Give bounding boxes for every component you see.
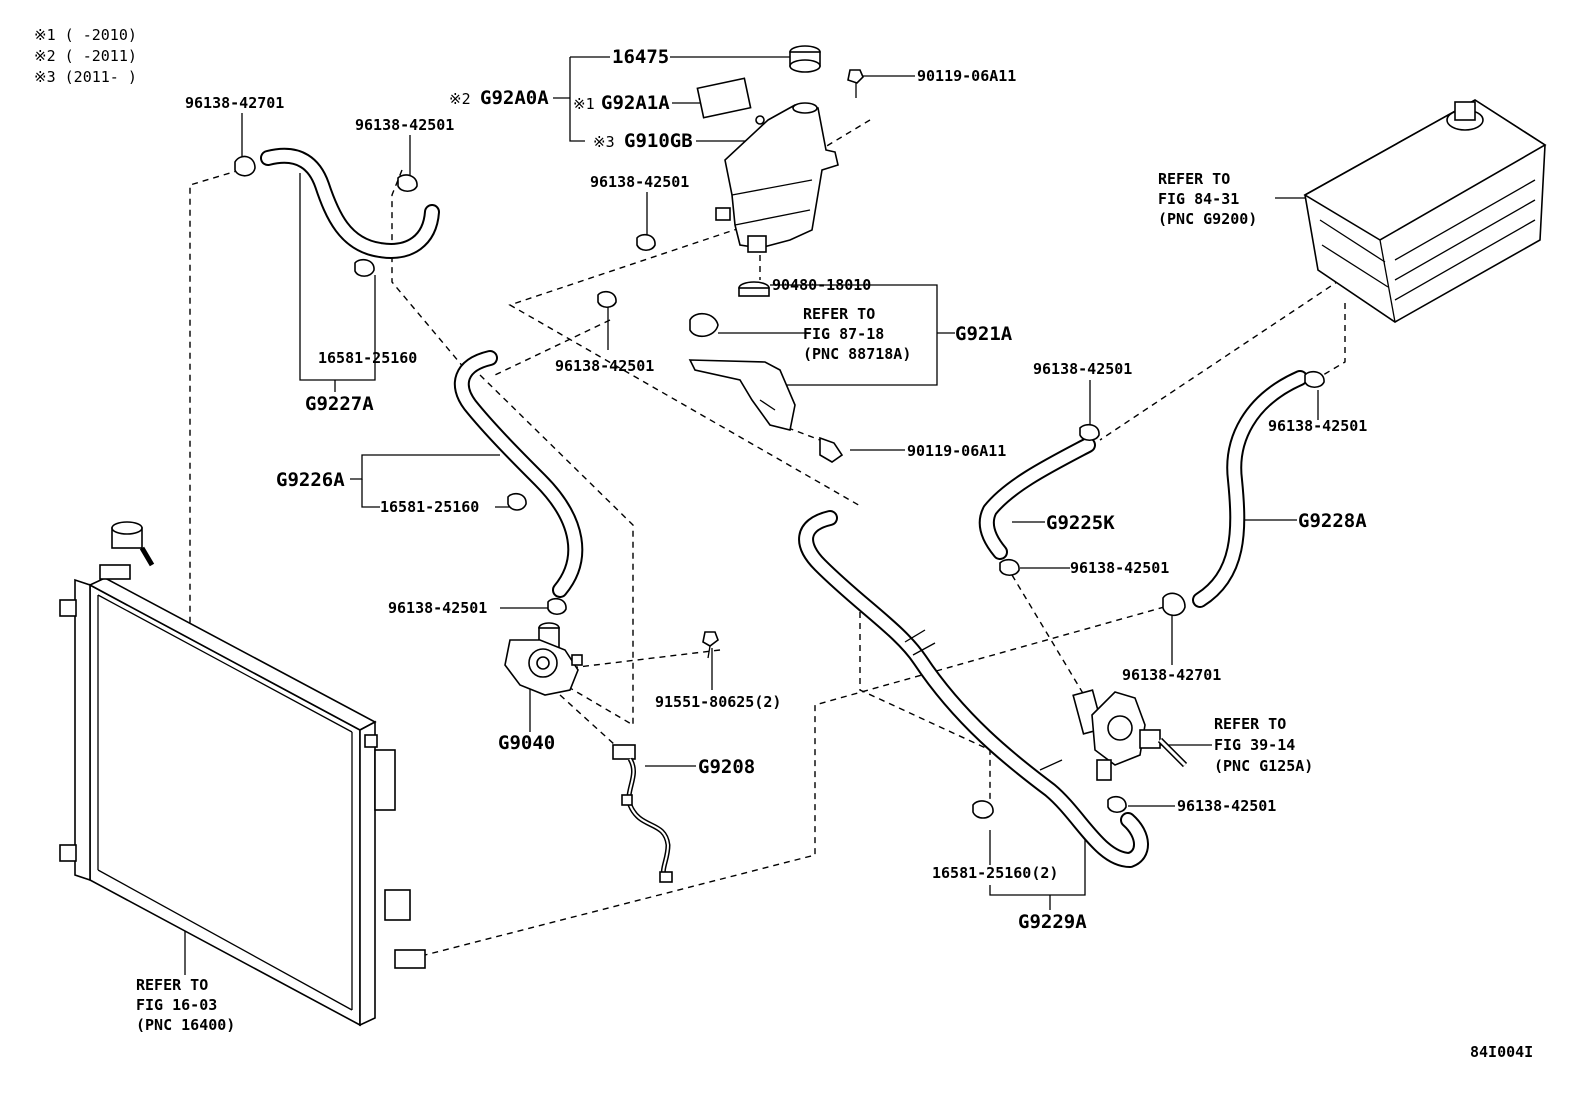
label-g92a0a: G92A0A xyxy=(480,87,549,109)
label-g921a-ref3: (PNC 88718A) xyxy=(803,345,911,363)
label-90119-mid: 90119-06A11 xyxy=(907,442,1006,460)
label-g92a1a: G92A1A xyxy=(601,92,670,114)
label-96138-42501-c: 96138-42501 xyxy=(555,357,654,375)
bracket-g921a xyxy=(688,281,844,463)
label-90119-top: 90119-06A11 xyxy=(917,67,1016,85)
label-rad-ref3: (PNC 16400) xyxy=(136,1016,235,1034)
inverter-assembly xyxy=(1303,99,1547,323)
label-96138-42701-low: 96138-42701 xyxy=(1122,666,1221,684)
label-g921a-ref1: REFER TO xyxy=(803,305,875,323)
dashed-assembly-lines xyxy=(99,119,1346,956)
note-2: ※2 ( -2011) xyxy=(34,47,137,65)
label-16475: 16475 xyxy=(612,46,669,68)
label-96138-42501-g: 96138-42501 xyxy=(1070,559,1169,577)
label-g9228a: G9228A xyxy=(1298,510,1367,532)
hose-g9228a xyxy=(1192,370,1308,608)
hose-g9227a xyxy=(260,147,440,259)
label-g9229a: G9229A xyxy=(1018,911,1087,933)
label-16581-a: 16581-25160 xyxy=(318,349,417,367)
label-inv-ref1: REFER TO xyxy=(1158,170,1230,188)
label-16581-b: 16581-25160 xyxy=(380,498,479,516)
leader-lines xyxy=(184,56,1319,975)
reservoir-tank xyxy=(696,45,839,253)
radiator xyxy=(59,521,426,1027)
label-16581-c: 16581-25160(2) xyxy=(932,864,1058,882)
label-g9227a: G9227A xyxy=(305,393,374,415)
label-g9208: G9208 xyxy=(698,756,755,778)
label-96138-42501-d: 96138-42501 xyxy=(388,599,487,617)
label-g921a: G921A xyxy=(955,323,1013,345)
water-pump-g9040 xyxy=(504,622,583,696)
label-pump-ref2: FIG 39-14 xyxy=(1214,736,1295,754)
hose-g9229a xyxy=(798,510,1149,868)
label-inv-ref3: (PNC G9200) xyxy=(1158,210,1257,228)
hose-g9225k xyxy=(978,437,1096,560)
label-g9226a: G9226A xyxy=(276,469,345,491)
label-96138-42501-f: 96138-42501 xyxy=(1268,417,1367,435)
label-rad-ref1: REFER TO xyxy=(136,976,208,994)
label-g910gb-mark: ※3 xyxy=(593,133,615,151)
hose-clamp-icons xyxy=(234,155,1325,819)
label-90480: 90480-18010 xyxy=(772,276,871,294)
label-g921a-ref2: FIG 87-18 xyxy=(803,325,884,343)
label-g9225k: G9225K xyxy=(1046,512,1115,534)
label-inv-ref2: FIG 84-31 xyxy=(1158,190,1239,208)
note-1: ※1 ( -2010) xyxy=(34,26,137,44)
label-g9040: G9040 xyxy=(498,732,555,754)
label-g92a0a-mark: ※2 xyxy=(449,90,471,108)
label-g92a1a-mark: ※1 xyxy=(573,95,595,113)
bolt-icons xyxy=(702,69,864,659)
label-g910gb: G910GB xyxy=(624,130,693,152)
part-labels: 16475 ※2 G92A0A ※1 G92A1A ※3 G910GB 9011… xyxy=(136,46,1533,1061)
legend-notes: ※1 ( -2010) ※2 ( -2011) ※3 (2011- ) xyxy=(34,26,137,86)
label-91551: 91551-80625(2) xyxy=(655,693,781,711)
label-rad-ref2: FIG 16-03 xyxy=(136,996,217,1014)
electric-pump xyxy=(1072,689,1188,781)
harness-g9208 xyxy=(612,744,673,883)
label-96138-42501-h: 96138-42501 xyxy=(1177,797,1276,815)
label-96138-42501-b: 96138-42501 xyxy=(590,173,689,191)
note-3: ※3 (2011- ) xyxy=(34,68,137,86)
label-pump-ref1: REFER TO xyxy=(1214,715,1286,733)
label-pump-ref3: (PNC G125A) xyxy=(1214,757,1313,775)
hose-g9226a xyxy=(453,350,584,598)
label-96138-42501-a: 96138-42501 xyxy=(355,116,454,134)
label-96138-42501-e: 96138-42501 xyxy=(1033,360,1132,378)
label-96138-42701-top: 96138-42701 xyxy=(185,94,284,112)
label-diagram-code: 84I004I xyxy=(1470,1043,1533,1061)
